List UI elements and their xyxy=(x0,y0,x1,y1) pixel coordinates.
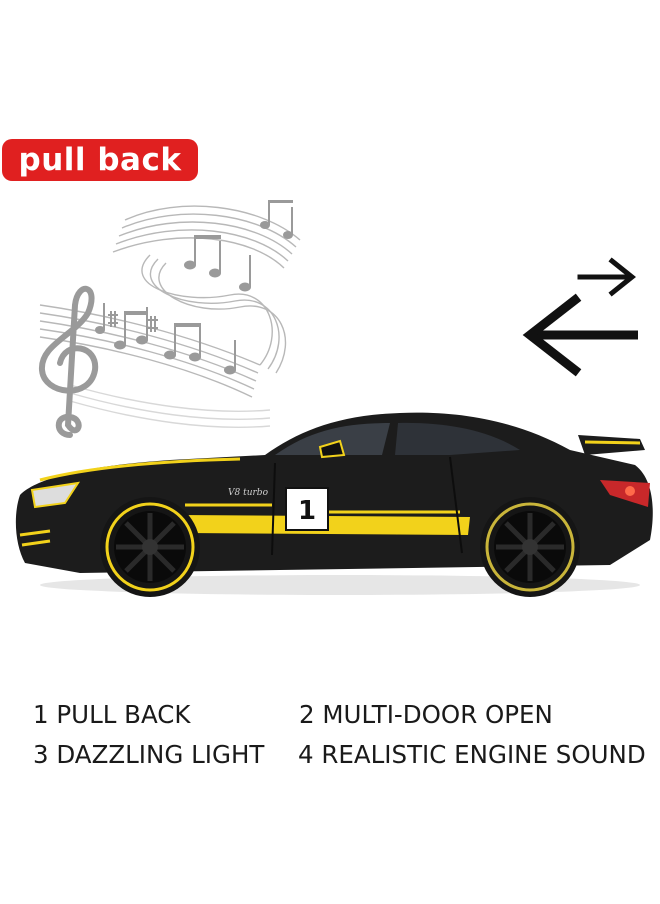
feature-list: 1 PULL BACK 2 MULTI-DOOR OPEN 3 DAZZLING… xyxy=(0,698,660,788)
feature-item-engine-sound: 4 REALISTIC ENGINE SOUND xyxy=(298,740,646,769)
feature-item-multi-door-open: 2 MULTI-DOOR OPEN xyxy=(299,700,553,729)
feature-item-dazzling-light: 3 DAZZLING LIGHT xyxy=(33,740,265,769)
toy-race-car-image: 1 V8 turbo xyxy=(15,412,653,597)
car-number-decal: 1 xyxy=(298,496,316,526)
pull-back-badge-label: pull back xyxy=(18,142,182,178)
pull-back-arrows-icon xyxy=(522,257,638,377)
car-badge-text: V8 turbo xyxy=(228,488,269,498)
pull-back-badge: pull back xyxy=(2,139,198,181)
feature-item-pull-back: 1 PULL BACK xyxy=(33,700,191,729)
music-notes-icon xyxy=(39,200,301,438)
